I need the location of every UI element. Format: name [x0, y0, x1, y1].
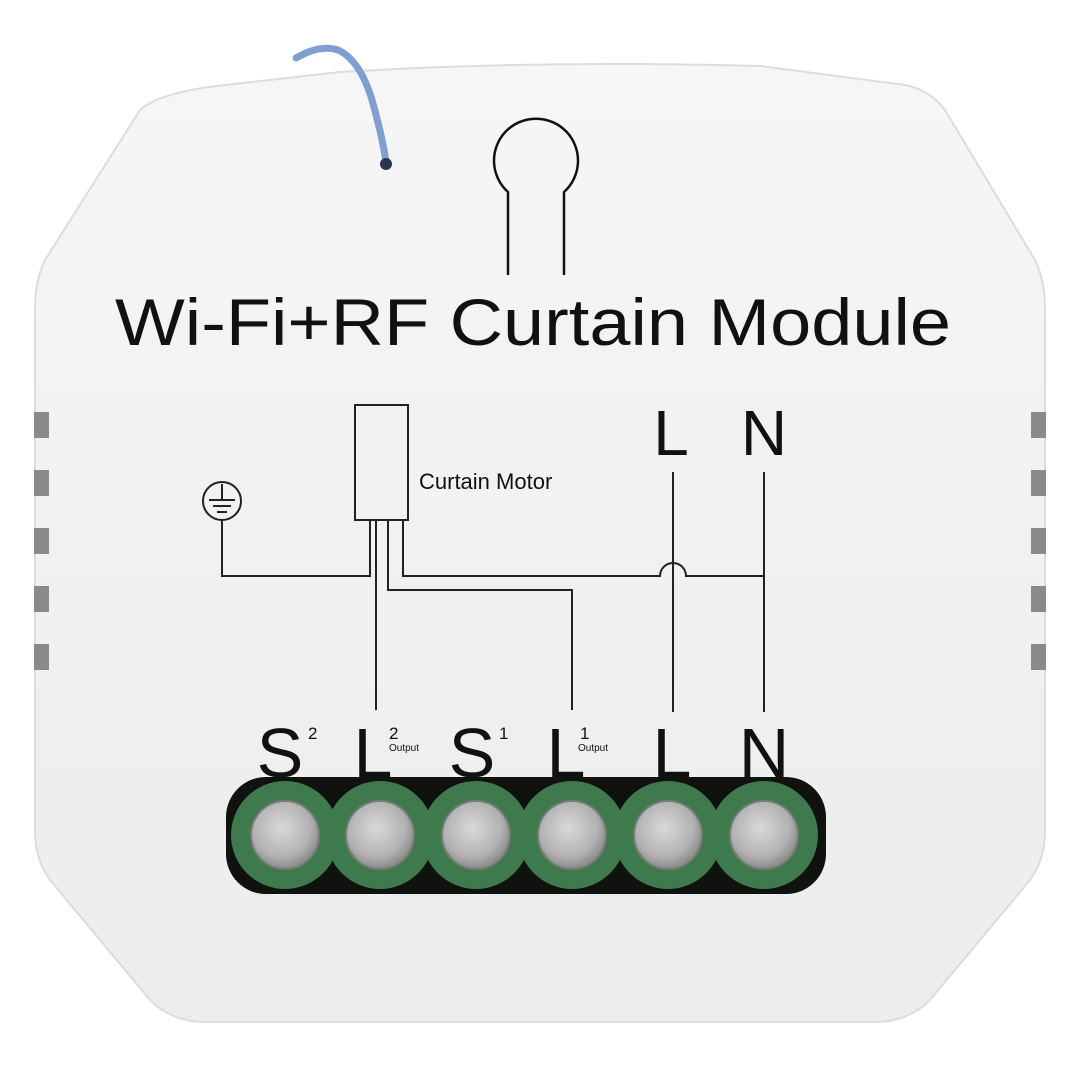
terminal-screw-icon [518, 781, 626, 889]
mains-neutral-label: N [741, 397, 787, 469]
motor-neutral-wire [402, 520, 764, 577]
terminal-screw-icon [710, 781, 818, 889]
mains-line-label: L [653, 397, 689, 469]
antenna-symbol-icon [492, 117, 580, 275]
terminal-screws [231, 781, 818, 889]
terminal-screw-icon [231, 781, 339, 889]
product-title: Wi-Fi+RF Curtain Module [115, 285, 951, 359]
ground-icon [202, 481, 242, 521]
right-vents [1031, 412, 1046, 670]
curtain-motor-label: Curtain Motor [419, 469, 552, 494]
terminal-sup: 1 [580, 724, 589, 743]
antenna-hole-icon [380, 158, 392, 170]
terminal-sub: Output [389, 743, 419, 754]
terminal-sup: 1 [499, 724, 508, 743]
terminal-sup: 2 [389, 724, 398, 743]
terminal-screw-icon [614, 781, 722, 889]
terminal-screw-icon [422, 781, 530, 889]
terminal-sup: 2 [308, 724, 317, 743]
motor-wire-to-l1 [387, 520, 573, 710]
motor-ground-wire [221, 520, 371, 577]
terminal-screw-icon [326, 781, 434, 889]
left-vents [34, 412, 49, 670]
terminal-sub: Output [578, 743, 608, 754]
terminal-labels: S 2 L 2 Output S 1 L 1 Output L N [257, 714, 790, 792]
curtain-motor-box [354, 404, 409, 521]
antenna-wire [292, 44, 390, 166]
wiring-diagram [221, 404, 765, 712]
